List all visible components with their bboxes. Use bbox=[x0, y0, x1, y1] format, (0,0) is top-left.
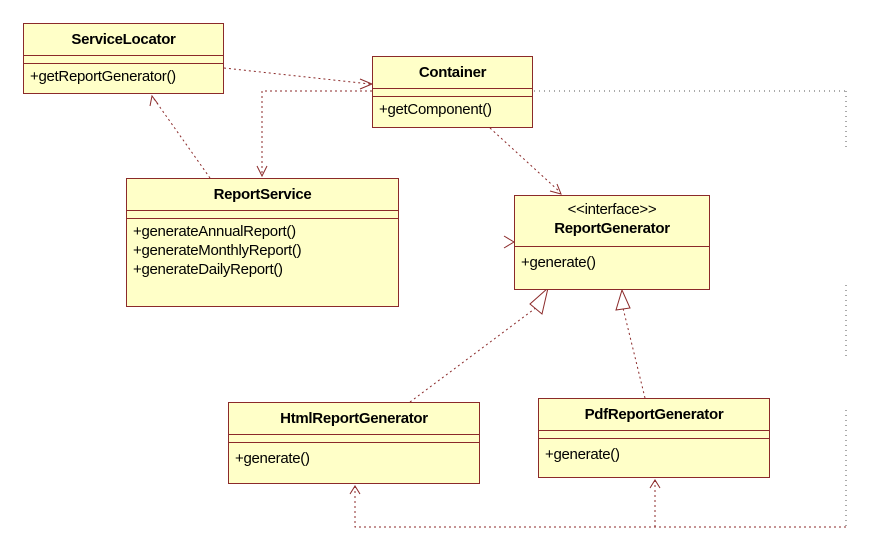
operation: +getReportGenerator() bbox=[30, 68, 176, 85]
operation: +generate() bbox=[235, 450, 310, 467]
operation: +getComponent() bbox=[379, 101, 492, 118]
stereotype-label: <<interface>> bbox=[567, 201, 657, 218]
class-pdf-report-generator[interactable]: PdfReportGenerator +generate() bbox=[538, 398, 770, 478]
operation-compartment: +generate() bbox=[229, 443, 479, 468]
class-header: ReportService bbox=[127, 179, 398, 211]
realization-html-to-generator bbox=[409, 306, 538, 403]
attribute-compartment bbox=[373, 89, 532, 97]
operation-compartment: +generate() bbox=[539, 439, 769, 464]
arrowhead-reportservice bbox=[256, 165, 268, 178]
attribute-compartment bbox=[229, 435, 479, 443]
class-name: ReportGenerator bbox=[554, 220, 670, 237]
dependency-reportservice-to-locator bbox=[151, 95, 211, 179]
arrowhead-pdf bbox=[649, 479, 661, 489]
dependency-bottom-route bbox=[354, 486, 846, 528]
class-header: <<interface>> ReportGenerator bbox=[515, 196, 709, 247]
realization-pdf-to-generator bbox=[622, 307, 646, 399]
dependency-container-to-generator bbox=[489, 127, 561, 193]
class-header: PdfReportGenerator bbox=[539, 399, 769, 431]
arrowhead-html bbox=[349, 485, 361, 495]
interface-report-generator[interactable]: <<interface>> ReportGenerator +generate(… bbox=[514, 195, 710, 290]
realization-triangle-pdf bbox=[615, 288, 631, 311]
operation-compartment: +generateAnnualReport() +generateMonthly… bbox=[127, 219, 398, 279]
arrowhead-locator bbox=[149, 94, 159, 107]
arrowhead-generator-left bbox=[503, 235, 515, 249]
class-header: ServiceLocator bbox=[24, 24, 223, 56]
class-name: PdfReportGenerator bbox=[584, 406, 724, 423]
realization-triangle-html bbox=[529, 286, 549, 315]
class-name: HtmlReportGenerator bbox=[280, 410, 428, 427]
class-container[interactable]: Container +getComponent() bbox=[372, 56, 533, 128]
attribute-compartment bbox=[127, 211, 398, 219]
operation: +generateMonthlyReport() bbox=[133, 242, 302, 259]
attribute-compartment bbox=[24, 56, 223, 64]
operation-compartment: +getReportGenerator() bbox=[24, 64, 223, 86]
class-name: ServiceLocator bbox=[71, 31, 176, 48]
class-report-service[interactable]: ReportService +generateAnnualReport() +g… bbox=[126, 178, 399, 307]
class-name: ReportService bbox=[213, 186, 312, 203]
operation-compartment: +getComponent() bbox=[373, 97, 532, 119]
arrowhead-generator-top bbox=[549, 183, 562, 195]
class-name: Container bbox=[418, 64, 487, 81]
dependency-locator-to-container bbox=[223, 67, 371, 85]
class-service-locator[interactable]: ServiceLocator +getReportGenerator() bbox=[23, 23, 224, 94]
operation: +generate() bbox=[545, 446, 620, 463]
arrowhead-container bbox=[359, 78, 374, 90]
operation-compartment: +generate() bbox=[515, 247, 709, 272]
class-header: HtmlReportGenerator bbox=[229, 403, 479, 435]
class-html-report-generator[interactable]: HtmlReportGenerator +generate() bbox=[228, 402, 480, 484]
attribute-compartment bbox=[539, 431, 769, 439]
operation: +generate() bbox=[521, 254, 596, 271]
dependency-container-to-reportservice bbox=[261, 90, 372, 176]
class-header: Container bbox=[373, 57, 532, 89]
operation: +generateAnnualReport() bbox=[133, 223, 296, 240]
operation: +generateDailyReport() bbox=[133, 261, 283, 278]
